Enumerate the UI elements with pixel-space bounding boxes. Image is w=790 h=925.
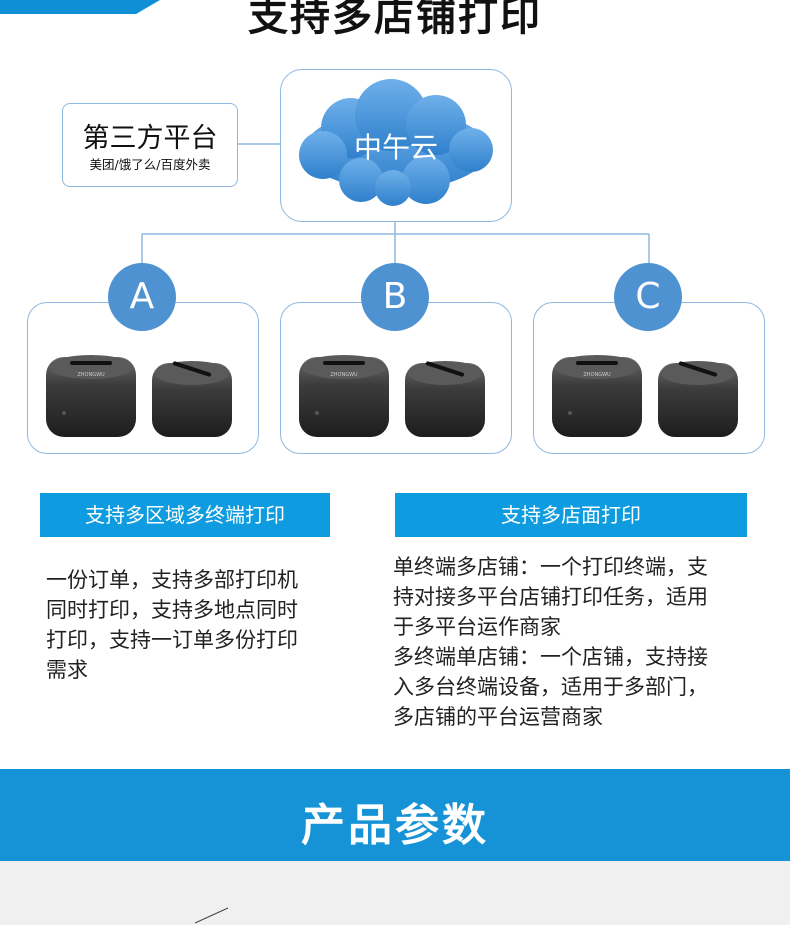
section-band: 产品参数 — [0, 769, 790, 861]
bottom-area — [0, 861, 790, 925]
multi-store-description: 单终端多店铺：一个打印终端，支 持对接多平台店铺打印任务，适用 于多平台运作商家… — [393, 552, 773, 732]
cloud-label: 中午云 — [353, 131, 438, 164]
multi-region-feature-button: 支持多区域多终端打印 — [40, 493, 330, 537]
cloud-box: 中午云 — [280, 69, 512, 222]
description-line: 多终端单店铺：一个店铺，支持接 — [393, 645, 708, 669]
description-line: 持对接多平台店铺打印任务，适用 — [393, 585, 708, 609]
store-box-b: ZHONGWU — [280, 302, 512, 454]
platform-examples: 美团/饿了么/百度外卖 — [89, 157, 211, 172]
multi-region-description: 一份订单，支持多部打印机 同时打印，支持多地点同时 打印，支持一订单多份打印 需… — [46, 565, 346, 685]
store-letter-b: B — [361, 263, 429, 331]
description-line: 需求 — [46, 658, 88, 682]
description-line: 多店铺的平台运营商家 — [393, 705, 603, 729]
page-title: 支持多店铺打印 — [248, 0, 542, 40]
platform-name: 第三方平台 — [82, 123, 218, 154]
printer-icon: ZHONGWU — [552, 355, 738, 437]
printer-group: ZHONGWU — [44, 343, 244, 447]
printer-group: ZHONGWU — [550, 343, 750, 447]
store-letter-a: A — [108, 263, 176, 331]
printer-icon: ZHONGWU — [46, 355, 232, 437]
top-corner-decoration — [0, 0, 160, 14]
section-title: 产品参数 — [301, 800, 489, 851]
decorative-line — [194, 907, 229, 924]
printer-brand: ZHONGWU — [77, 372, 105, 378]
store-letter-c: C — [614, 263, 682, 331]
description-line: 单终端多店铺：一个打印终端，支 — [393, 555, 708, 579]
printer-brand: ZHONGWU — [583, 372, 611, 378]
printer-brand: ZHONGWU — [330, 372, 358, 378]
multi-store-feature-button: 支持多店面打印 — [395, 493, 747, 537]
printer-icon: ZHONGWU — [299, 355, 485, 437]
description-line: 一份订单，支持多部打印机 — [46, 568, 298, 592]
description-line: 同时打印，支持多地点同时 — [46, 598, 298, 622]
printer-group: ZHONGWU — [297, 343, 497, 447]
cloud-icon — [299, 79, 493, 206]
description-line: 入多台终端设备，适用于多部门， — [393, 675, 708, 699]
description-line: 打印，支持一订单多份打印 — [46, 628, 298, 652]
description-line: 于多平台运作商家 — [393, 615, 561, 639]
third-party-platform-box: 第三方平台 美团/饿了么/百度外卖 — [62, 103, 238, 187]
